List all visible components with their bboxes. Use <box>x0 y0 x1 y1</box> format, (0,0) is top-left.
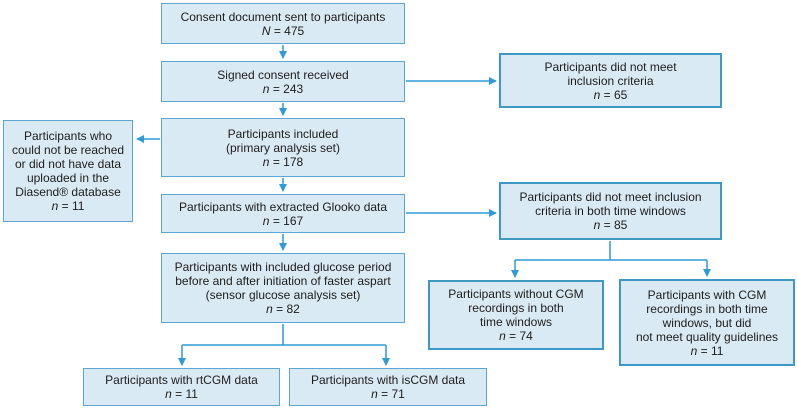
flow-box-glooko-data: Participants with extracted Glooko data … <box>161 194 405 233</box>
connector-glucose-branch <box>182 324 386 346</box>
count-value: = 82 <box>272 302 300 316</box>
connector-exclusion2-branch <box>515 241 707 261</box>
box-text: Participants with included glucose perio… <box>174 260 392 302</box>
flow-box-cgm-quality: Participants with CGM recordings in both… <box>619 279 795 366</box>
count-symbol: n <box>51 199 59 213</box>
count-symbol: n <box>690 343 698 358</box>
count-symbol: n <box>499 329 506 343</box>
count-symbol: n <box>165 387 172 401</box>
box-count: n = 11 <box>165 387 198 401</box>
count-symbol: n <box>262 81 270 96</box>
count-value: = 11 <box>58 199 85 213</box>
box-text: Consent document sent to participants <box>180 9 386 24</box>
count-value: = 178 <box>269 154 304 169</box>
flow-box-without-cgm: Participants without CGM recordings in b… <box>428 280 604 350</box>
count-value: = 65 <box>600 87 628 102</box>
box-count: n = 71 <box>371 387 405 401</box>
box-count: n = 74 <box>499 329 533 343</box>
box-count: n = 82 <box>266 302 300 316</box>
count-value: = 71 <box>377 387 405 401</box>
box-text: Participants did not meet inclusion crit… <box>544 59 677 88</box>
box-text: Participants without CGM recordings in b… <box>448 287 584 329</box>
box-count: n = 178 <box>263 155 303 169</box>
count-symbol: n <box>262 154 270 169</box>
flow-box-signed-consent: Signed consent received n = 243 <box>161 61 405 102</box>
flow-box-diasend-unreached: Participants who could not be reached or… <box>3 120 133 222</box>
count-symbol: n <box>593 87 601 102</box>
box-count: n = 65 <box>594 88 628 102</box>
count-value: = 11 <box>171 387 198 401</box>
count-value: = 74 <box>505 329 533 343</box>
count-value: = 475 <box>270 23 305 38</box>
box-text: Participants with CGM recordings in both… <box>635 287 779 344</box>
box-text: Participants who could not be reached or… <box>11 129 125 199</box>
box-text: Participants with rtCGM data <box>105 373 258 387</box>
box-text: Participants with extracted Glooko data <box>178 199 388 214</box>
count-symbol: n <box>593 218 601 232</box>
box-count: n = 11 <box>691 344 724 358</box>
count-symbol: N <box>261 23 271 38</box>
box-text: Participants did not meet inclusion crit… <box>519 190 702 218</box>
box-count: n = 167 <box>263 214 303 228</box>
flow-box-iscgm: Participants with isCGM data n = 71 <box>289 368 487 406</box>
count-symbol: n <box>266 302 273 316</box>
count-value: = 167 <box>269 213 304 228</box>
count-value: = 85 <box>600 218 628 232</box>
flow-box-included-primary: Participants included (primary analysis … <box>161 118 405 177</box>
count-value: = 11 <box>697 343 724 358</box>
box-count: n = 85 <box>594 218 628 232</box>
count-symbol: n <box>262 213 270 228</box>
box-text: Participants with isCGM data <box>310 373 466 387</box>
flow-box-not-meet-windows: Participants did not meet inclusion crit… <box>499 182 722 240</box>
box-text: Signed consent received <box>217 67 349 82</box>
box-count: n = 11 <box>52 199 85 213</box>
flow-box-rtcgm: Participants with rtCGM data n = 11 <box>83 368 280 406</box>
flow-box-not-meet-inclusion: Participants did not meet inclusion crit… <box>499 53 722 108</box>
flow-box-glucose-period: Participants with included glucose perio… <box>161 253 405 323</box>
box-text: Participants included (primary analysis … <box>225 126 341 155</box>
count-value: = 243 <box>269 81 304 96</box>
flow-box-consent-sent: Consent document sent to participants N … <box>161 3 405 44</box>
box-count: N = 475 <box>262 24 304 38</box>
box-count: n = 243 <box>263 82 303 96</box>
count-symbol: n <box>371 387 378 401</box>
